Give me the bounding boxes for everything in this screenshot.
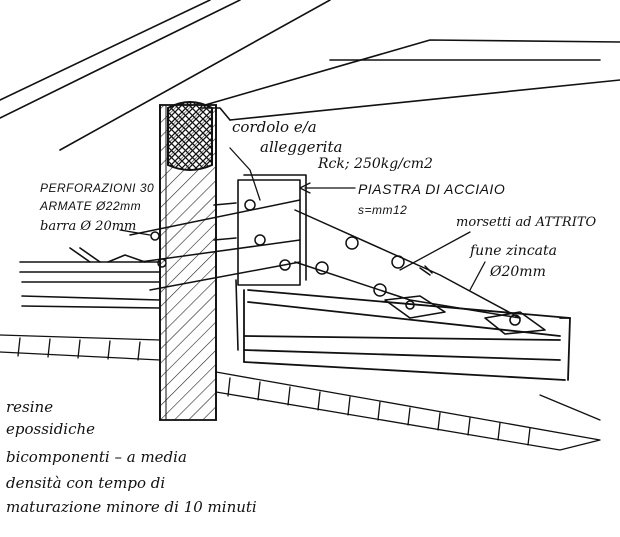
floor-hatching bbox=[0, 334, 601, 451]
label-cordolo-line2: alleggerita bbox=[260, 138, 342, 156]
label-resine-line2: epossidiche bbox=[6, 420, 95, 438]
right-i-beam bbox=[243, 289, 571, 381]
annotation-fune: fune zincata Ø20mm bbox=[469, 243, 557, 280]
steel-plate bbox=[235, 174, 307, 351]
label-resine-line4: densità con tempo di bbox=[6, 474, 165, 492]
label-cordolo-line1: cordolo e/a bbox=[232, 118, 317, 136]
label-rck: Rck; 250kg/cm2 bbox=[317, 156, 433, 172]
left-i-beam bbox=[19, 247, 161, 309]
label-fune-line2: Ø20mm bbox=[489, 264, 546, 280]
label-perforazioni-line2: ARMATE Ø22mm bbox=[39, 199, 141, 213]
label-perforazioni-line1: PERFORAZIONI 30 bbox=[40, 181, 154, 195]
label-resine-line3: bicomponenti – a media bbox=[6, 448, 187, 466]
annotation-cordolo: cordolo e/a alleggerita Rck; 250kg/cm2 bbox=[232, 118, 433, 172]
label-piastra-line1: PIASTRA DI ACCIAIO bbox=[358, 181, 505, 197]
annotation-resine: resine epossidiche bicomponenti – a medi… bbox=[6, 398, 257, 516]
label-piastra-line2: s=mm12 bbox=[358, 203, 407, 217]
label-resine-line5: maturazione minore di 10 minuti bbox=[6, 498, 257, 516]
anchor-bars bbox=[129, 199, 301, 291]
leader-lines bbox=[119, 147, 486, 291]
label-morsetti: morsetti ad ATTRITO bbox=[456, 215, 597, 230]
roof-slab-lines bbox=[0, 0, 620, 151]
beam-anchor-plates bbox=[384, 295, 546, 335]
annotation-perforazioni: PERFORAZIONI 30 ARMATE Ø22mm barra Ø 20m… bbox=[39, 181, 154, 234]
label-perforazioni-line3: barra Ø 20mm bbox=[40, 219, 136, 234]
label-resine-line1: resine bbox=[6, 398, 53, 416]
annotation-piastra: PIASTRA DI ACCIAIO s=mm12 bbox=[358, 181, 505, 217]
label-fune-line1: fune zincata bbox=[469, 243, 557, 259]
cordolo-head bbox=[167, 101, 213, 171]
steel-cables bbox=[294, 209, 521, 319]
annotation-morsetti: morsetti ad ATTRITO bbox=[456, 215, 597, 230]
